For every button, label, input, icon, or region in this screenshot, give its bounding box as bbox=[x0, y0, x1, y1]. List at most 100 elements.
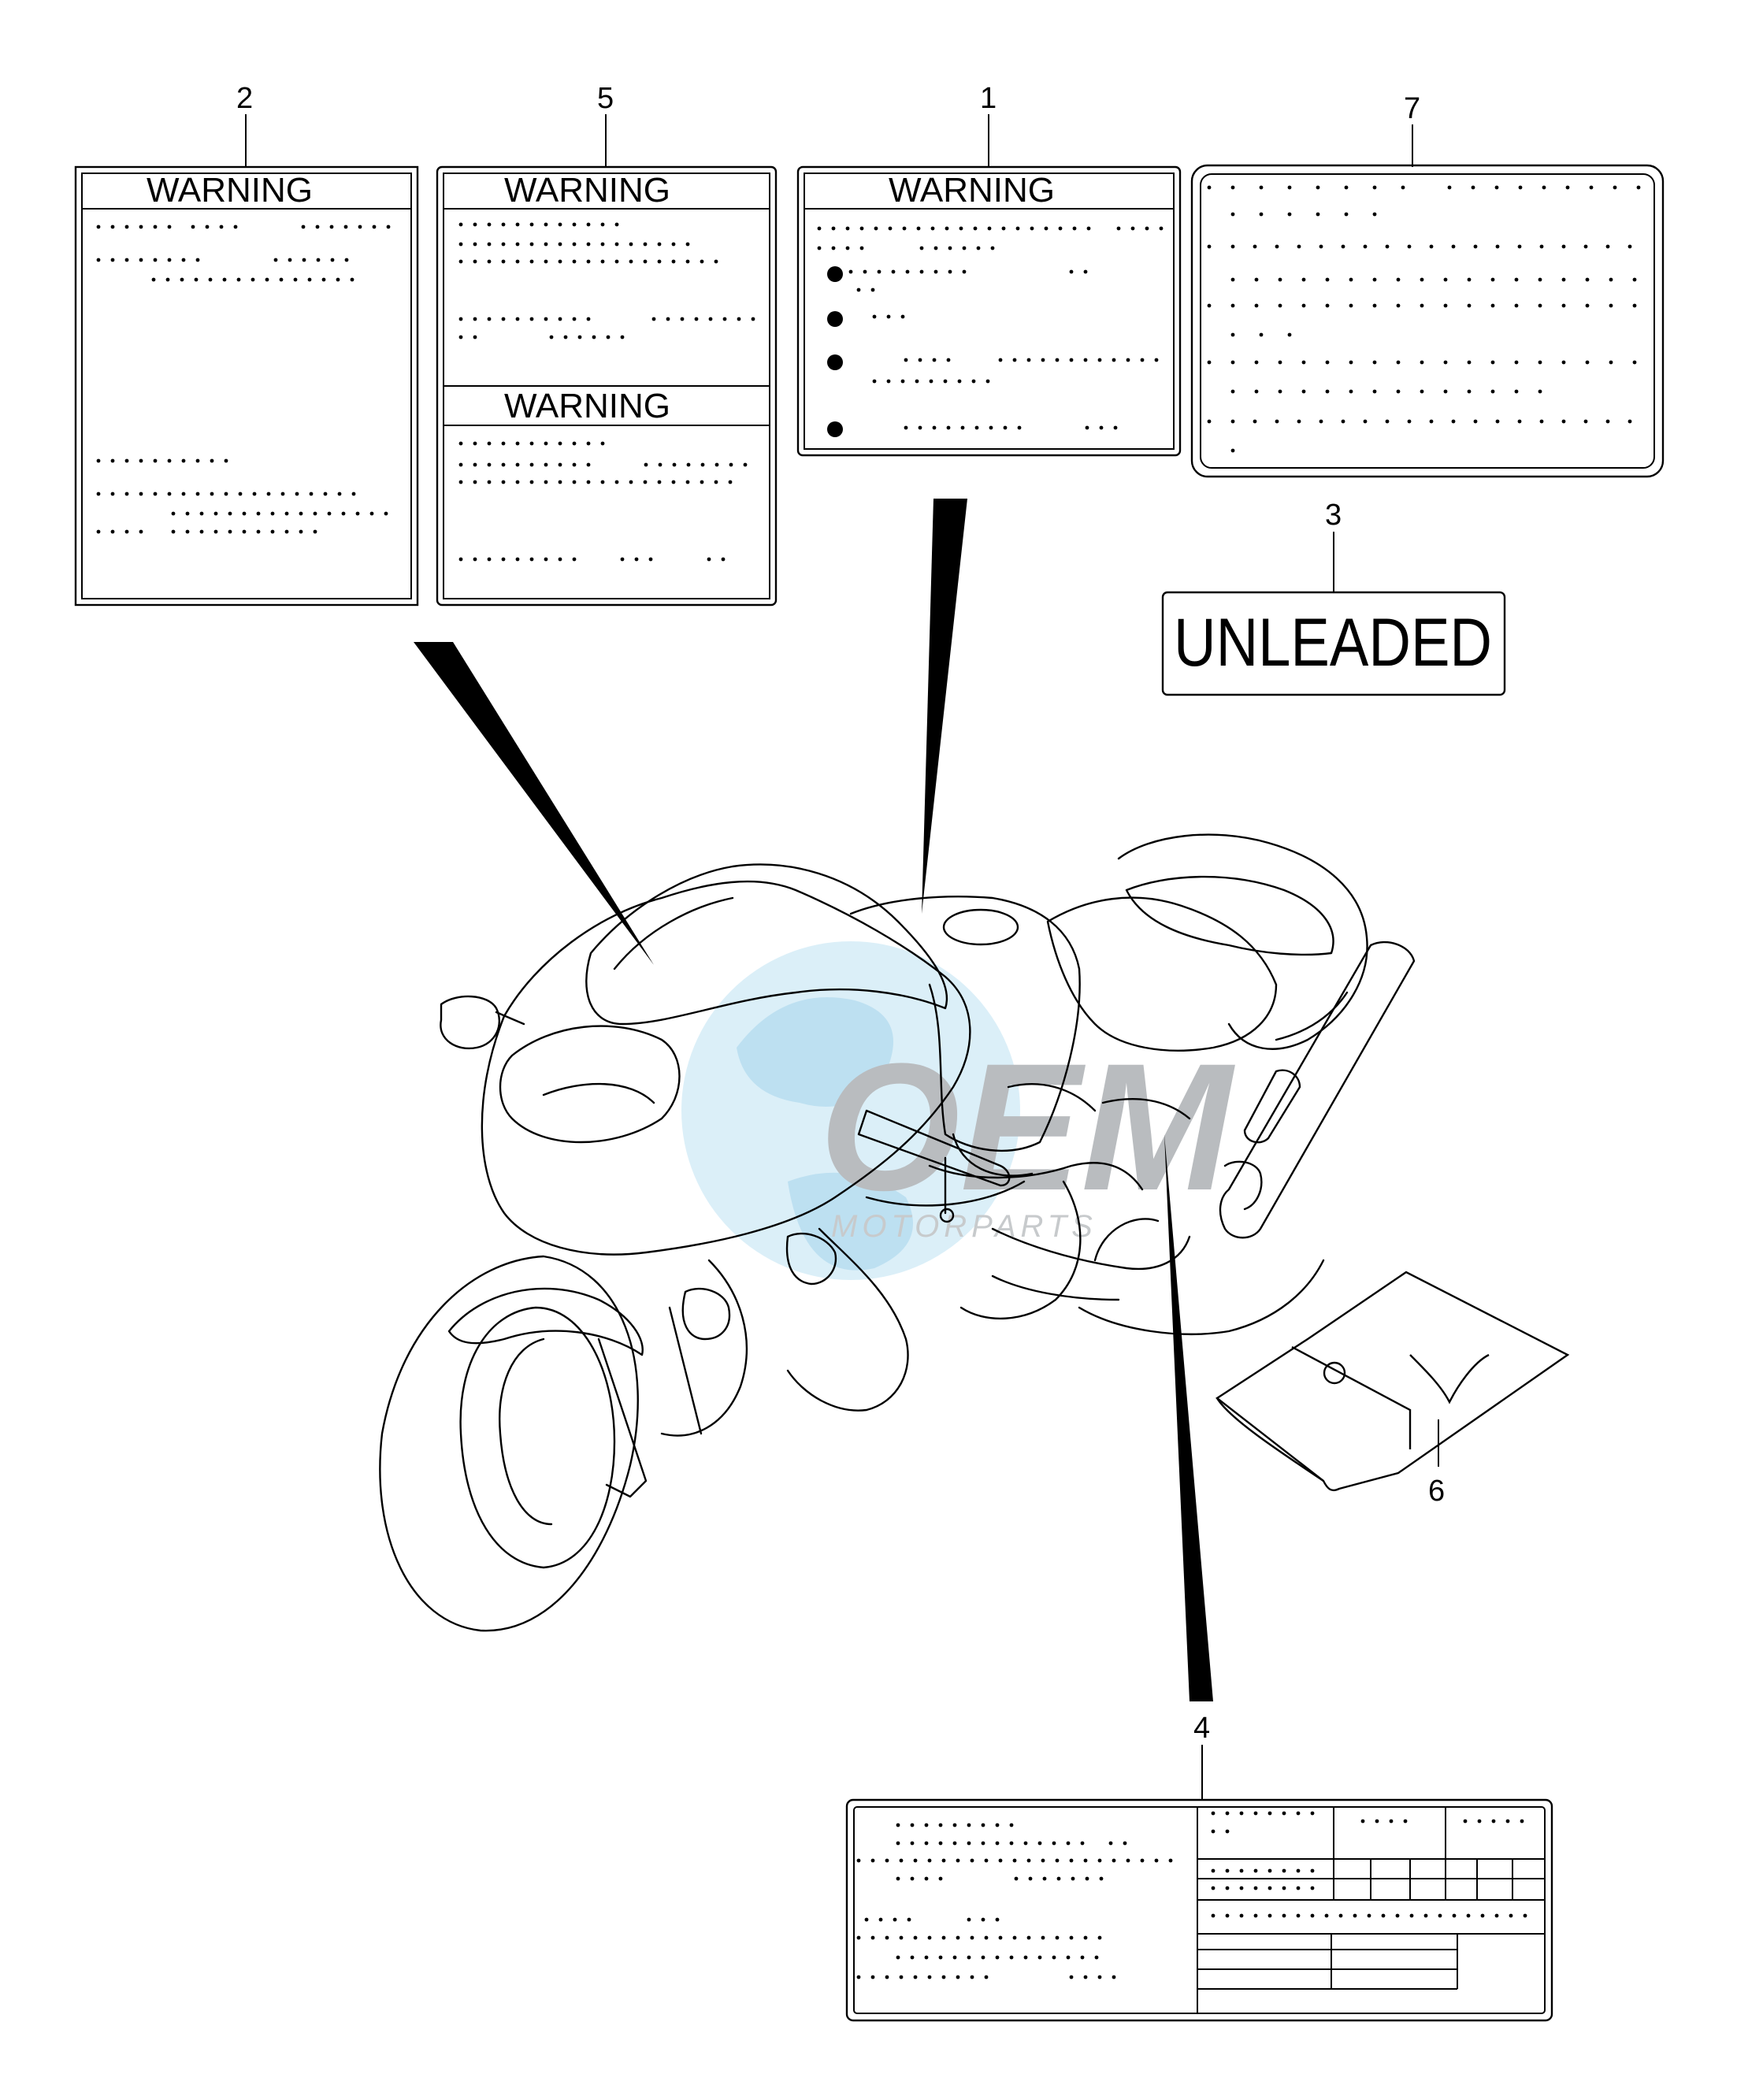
placeholder-dot bbox=[962, 246, 967, 250]
placeholder-dot bbox=[1239, 1811, 1244, 1816]
placeholder-dot bbox=[685, 480, 690, 484]
placeholder-dot bbox=[487, 317, 492, 321]
placeholder-dot bbox=[1338, 1913, 1343, 1918]
label-5-warning[interactable]: WARNING WARNING bbox=[436, 165, 778, 607]
placeholder-dot bbox=[558, 259, 562, 264]
placeholder-dot bbox=[288, 258, 292, 262]
placeholder-dot bbox=[1112, 358, 1116, 362]
placeholder-dot bbox=[671, 259, 676, 264]
placeholder-dot bbox=[1071, 1876, 1075, 1881]
placeholder-dot bbox=[208, 277, 213, 282]
placeholder-dot bbox=[351, 492, 356, 496]
placeholder-dot bbox=[971, 379, 976, 384]
placeholder-dot bbox=[473, 259, 477, 264]
placeholder-dot bbox=[614, 242, 619, 247]
placeholder-dot bbox=[995, 1823, 1000, 1827]
placeholder-dot bbox=[1310, 1886, 1315, 1890]
label-2-warning[interactable]: WARNING bbox=[74, 165, 419, 607]
placeholder-dot bbox=[171, 529, 176, 534]
placeholder-dot bbox=[110, 492, 115, 496]
placeholder-dot bbox=[831, 226, 836, 231]
placeholder-dot bbox=[1509, 1913, 1513, 1918]
placeholder-dot bbox=[1066, 1841, 1071, 1846]
placeholder-dot bbox=[572, 317, 577, 321]
placeholder-dot bbox=[672, 462, 677, 467]
placeholder-dot bbox=[1026, 1935, 1031, 1940]
placeholder-dot bbox=[1473, 419, 1478, 424]
placeholder-dot bbox=[1083, 1975, 1088, 1979]
placeholder-dot bbox=[671, 480, 676, 484]
label-1-warning[interactable]: WARNING bbox=[796, 165, 1182, 457]
label-3-unleaded[interactable]: UNLEADED bbox=[1161, 591, 1506, 696]
placeholder-dot bbox=[1565, 185, 1570, 190]
item-6-pad[interactable] bbox=[1215, 1271, 1570, 1492]
placeholder-dot bbox=[729, 462, 733, 467]
callout-3: 3 bbox=[1325, 499, 1342, 532]
placeholder-dot bbox=[817, 246, 822, 250]
placeholder-dot bbox=[856, 1935, 861, 1940]
placeholder-dot bbox=[885, 1858, 889, 1863]
placeholder-dot bbox=[558, 242, 562, 247]
placeholder-dot bbox=[1211, 1868, 1216, 1873]
placeholder-dot bbox=[927, 1975, 932, 1979]
placeholder-dot bbox=[620, 557, 625, 562]
placeholder-dot bbox=[967, 1841, 971, 1846]
placeholder-dot bbox=[1113, 425, 1118, 430]
placeholder-dot bbox=[1097, 1975, 1102, 1979]
placeholder-dot bbox=[848, 269, 853, 274]
placeholder-dot bbox=[219, 224, 224, 229]
placeholder-dot bbox=[372, 224, 377, 229]
placeholder-dot bbox=[1211, 1886, 1216, 1890]
placeholder-dot bbox=[1473, 244, 1478, 249]
placeholder-dot bbox=[1372, 212, 1377, 217]
placeholder-dot bbox=[1316, 212, 1320, 217]
placeholder-dot bbox=[341, 511, 346, 516]
callout-4: 4 bbox=[1193, 1712, 1210, 1745]
placeholder-dot bbox=[330, 258, 335, 262]
placeholder-dot bbox=[558, 441, 562, 446]
placeholder-dot bbox=[1401, 185, 1405, 190]
placeholder-dot bbox=[165, 277, 170, 282]
placeholder-dot bbox=[1301, 277, 1306, 282]
placeholder-dot bbox=[985, 379, 990, 384]
placeholder-dot bbox=[1287, 185, 1292, 190]
placeholder-dot bbox=[313, 529, 317, 534]
label-7-notice[interactable] bbox=[1190, 164, 1665, 478]
placeholder-dot bbox=[316, 258, 321, 262]
placeholder-dot bbox=[515, 259, 520, 264]
placeholder-dot bbox=[1254, 303, 1259, 308]
label-2-title: WARNING bbox=[147, 171, 313, 210]
placeholder-dot bbox=[501, 222, 506, 227]
placeholder-dot bbox=[501, 317, 506, 321]
placeholder-dot bbox=[343, 224, 348, 229]
placeholder-dot bbox=[515, 462, 520, 467]
placeholder-dot bbox=[139, 258, 143, 262]
placeholder-dot bbox=[1561, 277, 1566, 282]
placeholder-dot bbox=[1505, 1819, 1510, 1824]
placeholder-dot bbox=[153, 458, 158, 463]
placeholder-dot bbox=[1225, 1829, 1230, 1834]
placeholder-dot bbox=[487, 259, 492, 264]
placeholder-dot bbox=[686, 462, 691, 467]
placeholder-dot bbox=[614, 259, 619, 264]
placeholder-dot bbox=[924, 1955, 929, 1960]
placeholder-dot bbox=[270, 511, 275, 516]
placeholder-dot bbox=[1026, 1858, 1031, 1863]
placeholder-dot bbox=[487, 480, 492, 484]
placeholder-dot bbox=[910, 1876, 915, 1881]
placeholder-dot bbox=[572, 557, 577, 562]
placeholder-dot bbox=[1259, 212, 1264, 217]
placeholder-dot bbox=[1467, 389, 1472, 394]
placeholder-dot bbox=[1296, 1811, 1301, 1816]
label-2-dotted-text bbox=[96, 224, 391, 534]
placeholder-dot bbox=[1278, 360, 1282, 365]
placeholder-dot bbox=[1325, 303, 1330, 308]
placeholder-dot bbox=[1154, 358, 1159, 362]
callout-2: 2 bbox=[236, 82, 253, 115]
placeholder-dot bbox=[1052, 1955, 1056, 1960]
placeholder-dot bbox=[856, 288, 861, 292]
placeholder-dot bbox=[1609, 277, 1613, 282]
label-4-specification-plate[interactable] bbox=[845, 1798, 1553, 2022]
placeholder-dot bbox=[1253, 419, 1257, 424]
placeholder-dot bbox=[1561, 419, 1566, 424]
